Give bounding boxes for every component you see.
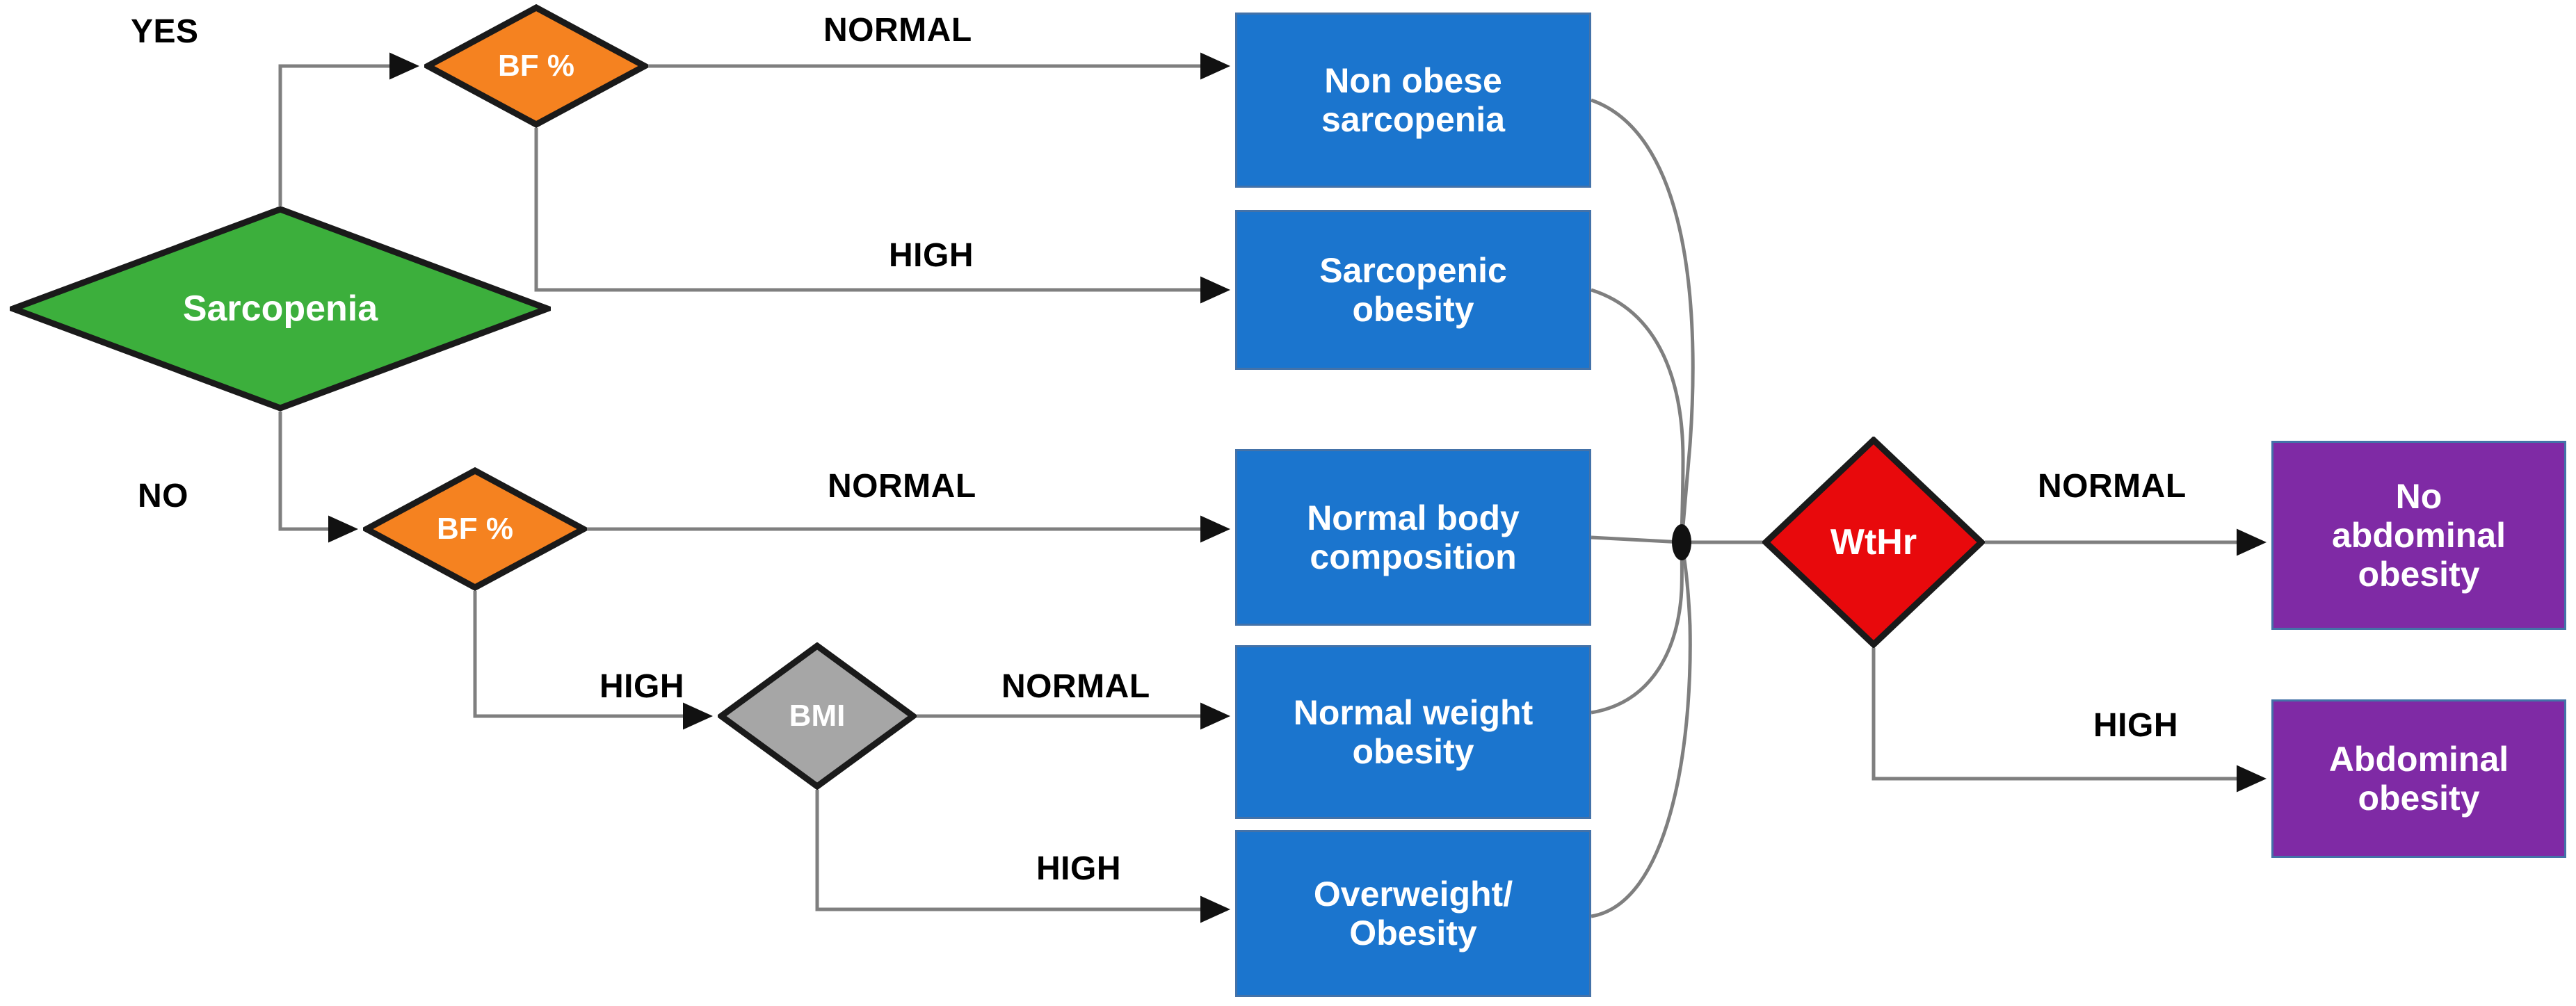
edge-nonobese-join bbox=[1591, 98, 1695, 543]
edge-label-normal-wthr: NORMAL bbox=[2038, 468, 2187, 505]
edge-normalbody-join bbox=[1591, 535, 1682, 544]
edge-label-high-overweight-obesity: HIGH bbox=[1036, 850, 1121, 887]
node-normal-body-composition-label: Normal body composition bbox=[1307, 498, 1520, 576]
node-normal-weight-obesity[interactable]: Normal weight obesity bbox=[1235, 645, 1591, 819]
node-overweight-obesity[interactable]: Overweight/ Obesity bbox=[1235, 830, 1591, 997]
node-abdominal-obesity[interactable]: Abdominal obesity bbox=[2271, 699, 2566, 858]
edge-bftop-high bbox=[534, 128, 1231, 304]
edge-label-normal-non-obese-sarcopenia: NORMAL bbox=[823, 12, 972, 49]
node-normal-body-composition[interactable]: Normal body composition bbox=[1235, 449, 1591, 626]
edge-label-normal-weight-obesity: NORMAL bbox=[1001, 668, 1150, 705]
node-wthr[interactable]: WtHr bbox=[1762, 437, 1985, 648]
edge-label-no: NO bbox=[138, 478, 188, 514]
node-bf-percent-bottom[interactable]: BF % bbox=[363, 467, 587, 591]
edge-bmi-high bbox=[815, 790, 1231, 923]
node-bmi[interactable]: BMI bbox=[718, 642, 917, 790]
node-non-obese-sarcopenia[interactable]: Non obese sarcopenia bbox=[1235, 13, 1591, 188]
node-sarcopenic-obesity[interactable]: Sarcopenic obesity bbox=[1235, 210, 1591, 370]
node-no-abdominal-obesity[interactable]: No abdominal obesity bbox=[2271, 441, 2566, 630]
edge-bfbottom-high bbox=[473, 591, 714, 730]
node-overweight-obesity-label: Overweight/ Obesity bbox=[1313, 875, 1513, 952]
edge-wthr-high bbox=[1871, 648, 2267, 793]
edge-label-high-sarcopenic-obesity: HIGH bbox=[889, 237, 974, 274]
node-non-obese-sarcopenia-label: Non obese sarcopenia bbox=[1321, 61, 1505, 139]
node-abdominal-obesity-label: Abdominal obesity bbox=[2328, 740, 2509, 818]
node-bf-percent-top[interactable]: BF % bbox=[424, 4, 648, 128]
edge-nwo-join bbox=[1591, 542, 1684, 715]
node-no-abdominal-obesity-label: No abdominal obesity bbox=[2331, 477, 2506, 594]
junction-node bbox=[1672, 524, 1691, 560]
edge-sarcopenia-no bbox=[278, 412, 359, 543]
edge-overweight-join bbox=[1591, 542, 1692, 918]
node-sarcopenia[interactable]: Sarcopenia bbox=[10, 206, 551, 412]
node-sarcopenic-obesity-label: Sarcopenic obesity bbox=[1319, 251, 1507, 329]
edge-sarcopenia-yes bbox=[278, 52, 420, 206]
edge-label-high-bmi: HIGH bbox=[599, 668, 684, 705]
edge-sarcopenic-join bbox=[1591, 288, 1685, 543]
edge-label-normal-body-composition: NORMAL bbox=[828, 468, 976, 505]
edge-label-yes: YES bbox=[131, 13, 199, 50]
node-normal-weight-obesity-label: Normal weight obesity bbox=[1293, 693, 1533, 771]
edge-label-high-wthr: HIGH bbox=[2093, 707, 2178, 744]
